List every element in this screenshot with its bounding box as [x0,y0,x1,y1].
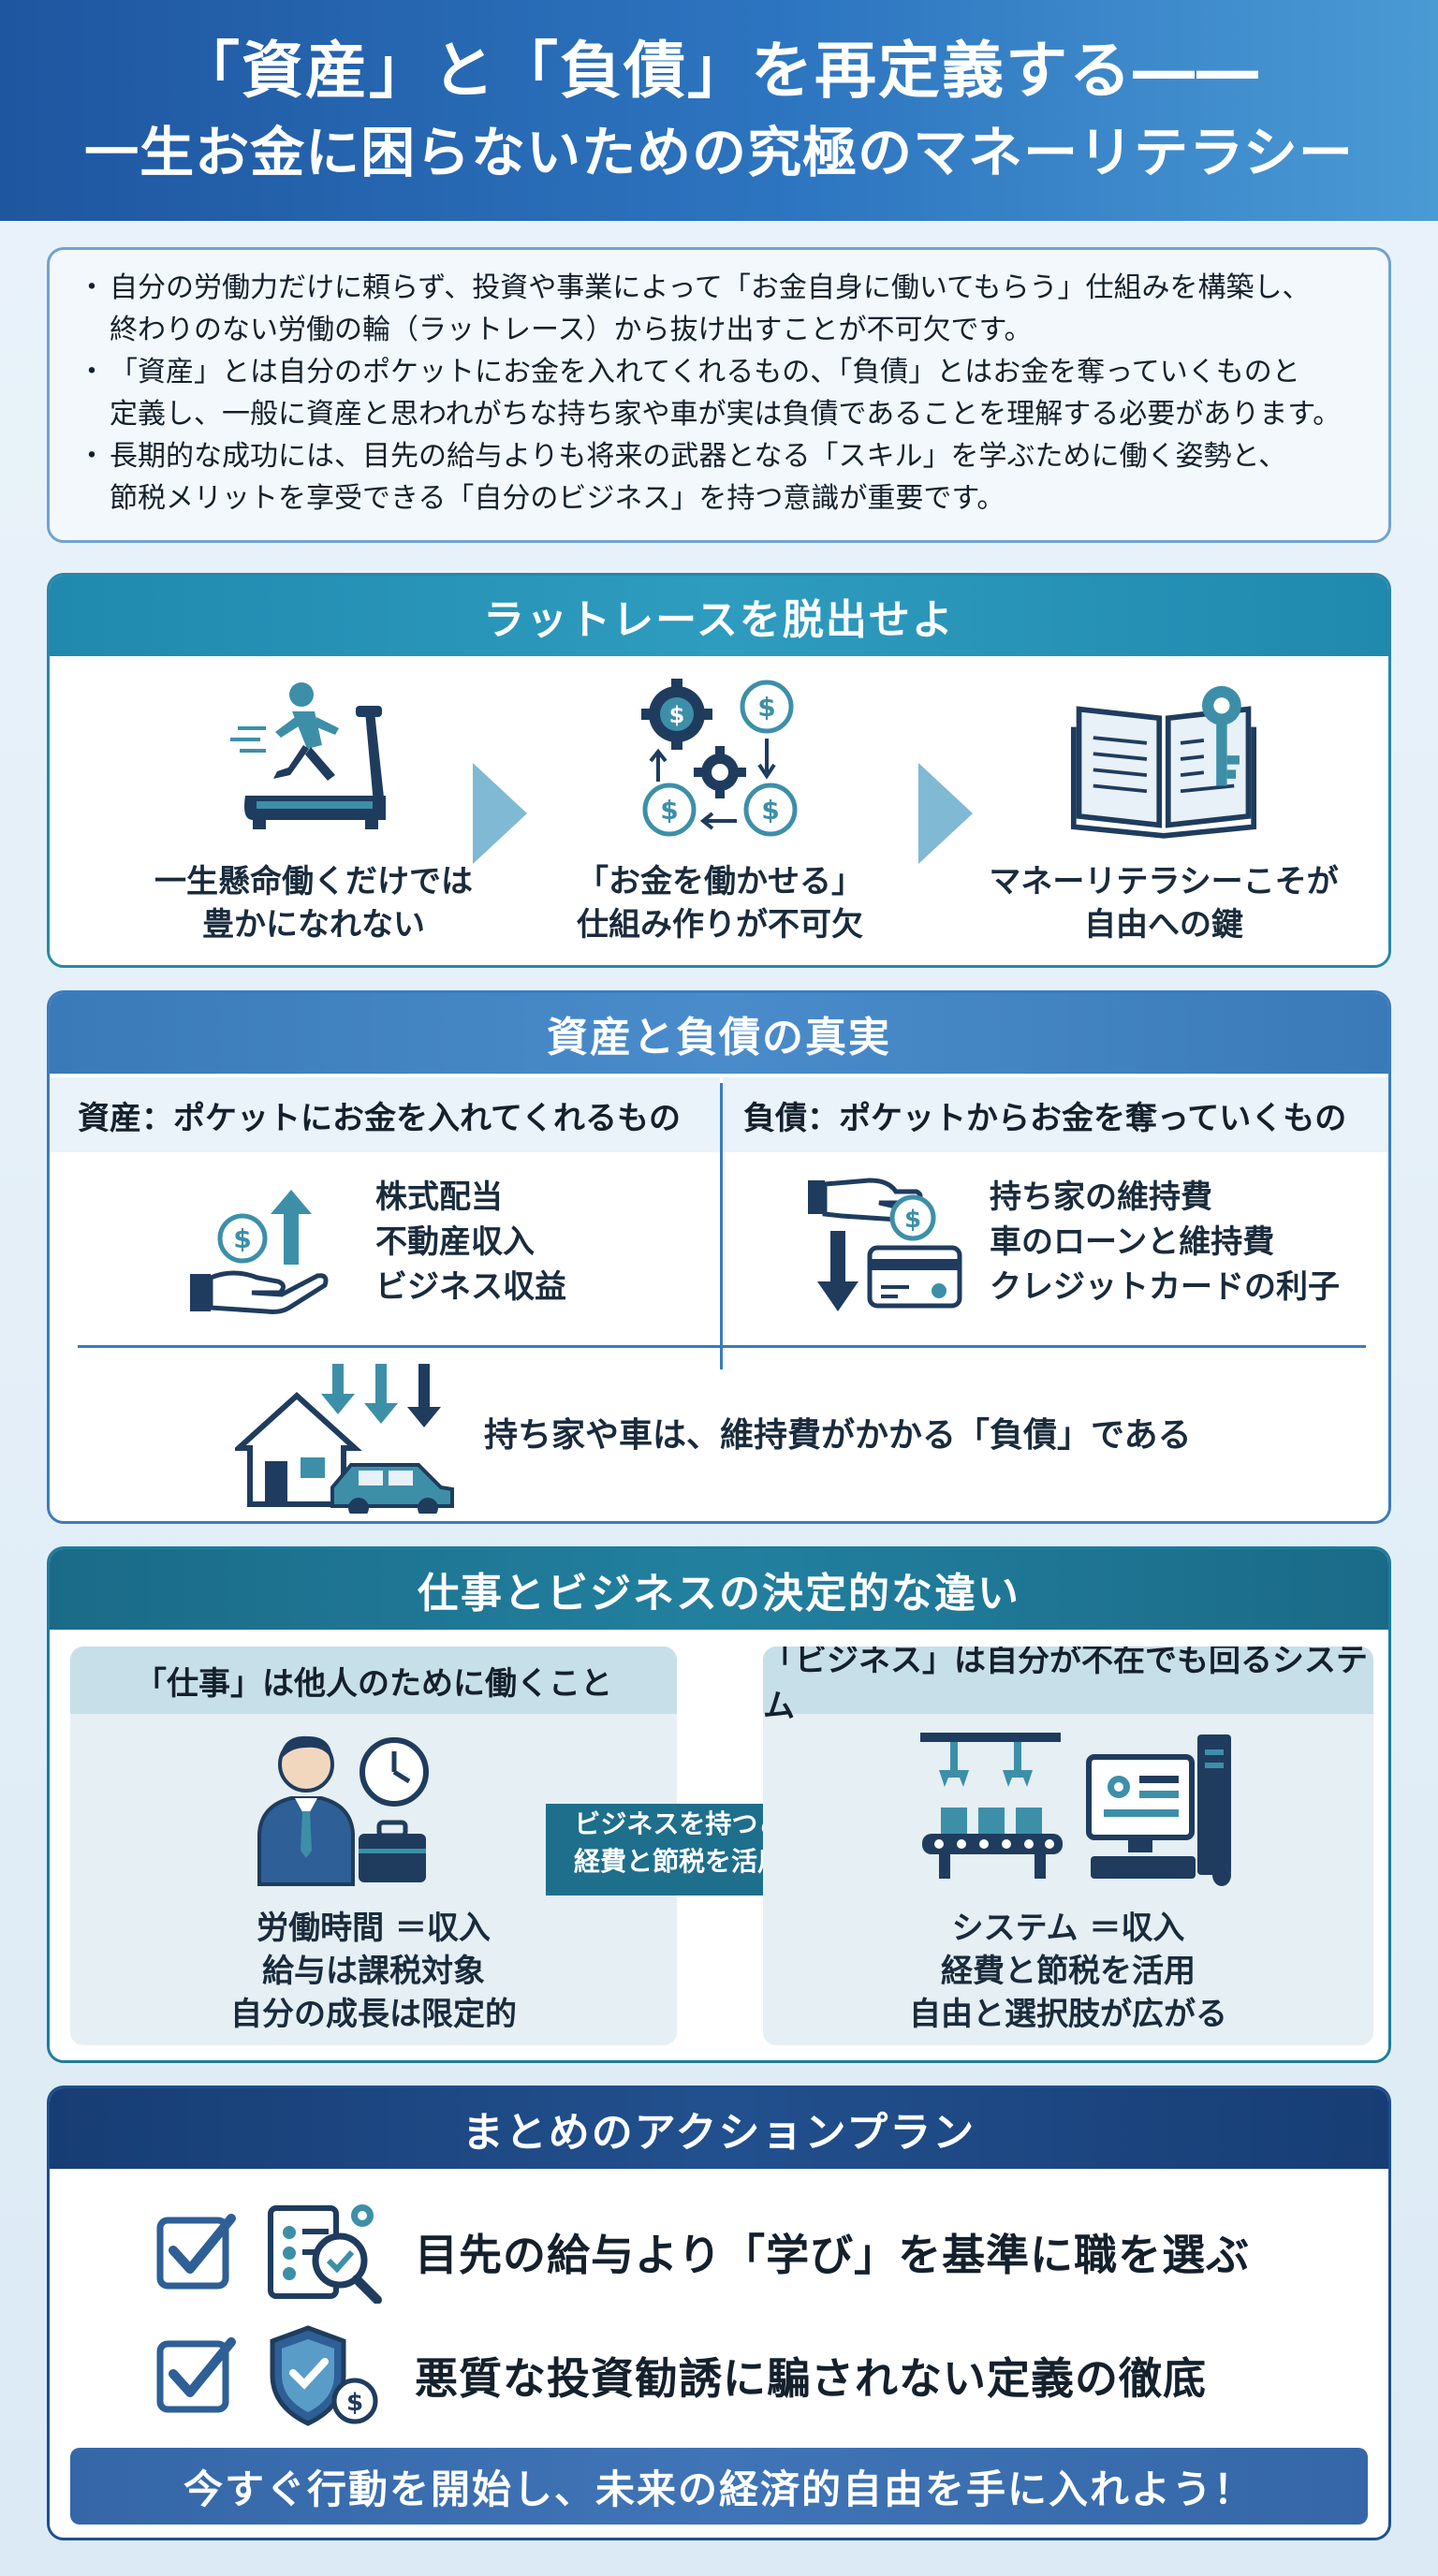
rat-race-section: ラットレースを脱出せよ 一生懸命働くだけでは [47,573,1391,968]
arrow-right-icon [473,763,527,864]
business-panel: 「ビジネス」は自分が不在でも回るシステム [763,1647,1373,2045]
step-label-1: 一生懸命働くだけでは 豊かになれない [154,863,473,944]
asset-list: 株式配当 不動産収入 ビジネス収益 [375,1178,566,1306]
liability-header: 負債：ポケットからお金を奪っていくもの [723,1077,1388,1152]
rat-race-title: ラットレースを脱出せよ [50,576,1388,656]
business-points: システム ＝収入 経費と節税を活用 自由と選択肢が広がる [909,1910,1227,2033]
action-text-1: 目先の給与より「学び」を基準に職を選ぶ [415,2230,1251,2280]
call-to-action-banner: 今すぐ行動を開始し、未来の経済的自由を手に入れよう！ [70,2448,1368,2525]
checkbox-icon [156,2214,236,2290]
svg-text:$: $ [233,1223,251,1254]
job-business-title: 仕事とビジネスの決定的な違い [50,1549,1388,1630]
summary-point-1: 自分の労働力だけに頼らず、投資や事業によって「お金自身に働いてもらう」仕組みを構… [78,267,1360,351]
svg-text:$: $ [669,702,685,728]
svg-text:$: $ [757,692,775,723]
step-label-2: 「お金を働かせる」 仕組み作りが不可欠 [577,863,863,944]
job-panel-header: 「仕事」は他人のために働くこと [70,1647,677,1714]
business-panel-header: 「ビジネス」は自分が不在でも回るシステム [763,1647,1373,1725]
page-title-line1: 「資産」と「負債」を再定義する―― [178,35,1260,107]
hand-coin-up-icon: $ [186,1171,336,1325]
action-plan-section: まとめのアクションプラン 目先の給与より「学び」を基準に職を選ぶ [47,2086,1391,2540]
action-item-1: 目先の給与より「学び」を基準に職を選ぶ [154,2201,1250,2304]
hand-card-down-icon: $ [804,1171,963,1325]
svg-text:$: $ [904,1206,921,1234]
step-literacy: マネーリテラシーこそが 自由への鍵 [967,669,1360,946]
house-car-note: 持ち家や車は、維持費がかかる「負債」である [484,1416,1192,1455]
step-label-3: マネーリテラシーこそが 自由への鍵 [989,863,1339,944]
resume-search-icon [268,2204,382,2304]
summary-point-3: 長期的な成功には、目先の給与よりも将来の武器となる「スキル」を学ぶために働く姿勢… [78,435,1360,520]
column-divider [720,1083,723,1369]
summary-box: 自分の労働力だけに頼らず、投資や事業によって「お金自身に働いてもらう」仕組みを構… [47,247,1391,543]
asset-header: 資産：ポケットにお金を入れてくれるもの [50,1077,720,1152]
row-divider [78,1345,1366,1348]
svg-text:$: $ [346,2389,363,2417]
action-item-2: $ 悪質な投資勧誘に騙されない定義の徹底 [154,2324,1207,2427]
step-treadmill: 一生懸命働くだけでは 豊かになれない [117,669,510,946]
book-key-icon [1070,669,1257,847]
page-title-line2: 一生お金に困らないための究極のマネーリテラシー [84,121,1354,184]
liability-list: 持ち家の維持費 車のローンと維持費 クレジットカードの利子 [990,1178,1340,1306]
job-points: 労働時間 ＝収入 給与は課税対象 自分の成長は限定的 [230,1910,517,2033]
page-header: 「資産」と「負債」を再定義する―― 一生お金に困らないための究極のマネーリテラシ… [0,0,1438,221]
factory-computer-icon [917,1729,1235,1892]
step-money-system: $ $ $ $ 「お金を [523,669,917,946]
house-car-down-icon [231,1364,460,1518]
employee-clock-icon [254,1729,432,1892]
job-business-section: 仕事とビジネスの決定的な違い 「仕事」は他人のために働くこと 労働時間 ＝収入 … [47,1546,1391,2063]
action-plan-title: まとめのアクションプラン [50,2088,1388,2169]
treadmill-icon [220,669,407,847]
svg-text:$: $ [660,795,678,826]
shield-coin-icon: $ [270,2325,378,2426]
asset-liability-title: 資産と負債の真実 [50,993,1388,1074]
money-gears-icon: $ $ $ $ [626,669,814,847]
summary-point-2: 「資産」とは自分のポケットにお金を入れてくれるもの、「負債」とはお金を奪っていく… [78,351,1360,435]
checkbox-icon [156,2337,236,2413]
action-text-2: 悪質な投資勧誘に騙されない定義の徹底 [415,2353,1207,2404]
arrow-right-icon [918,763,973,864]
svg-text:$: $ [761,795,779,826]
asset-liability-section: 資産と負債の真実 資産：ポケットにお金を入れてくれるもの 負債：ポケットからお金… [47,990,1391,1524]
